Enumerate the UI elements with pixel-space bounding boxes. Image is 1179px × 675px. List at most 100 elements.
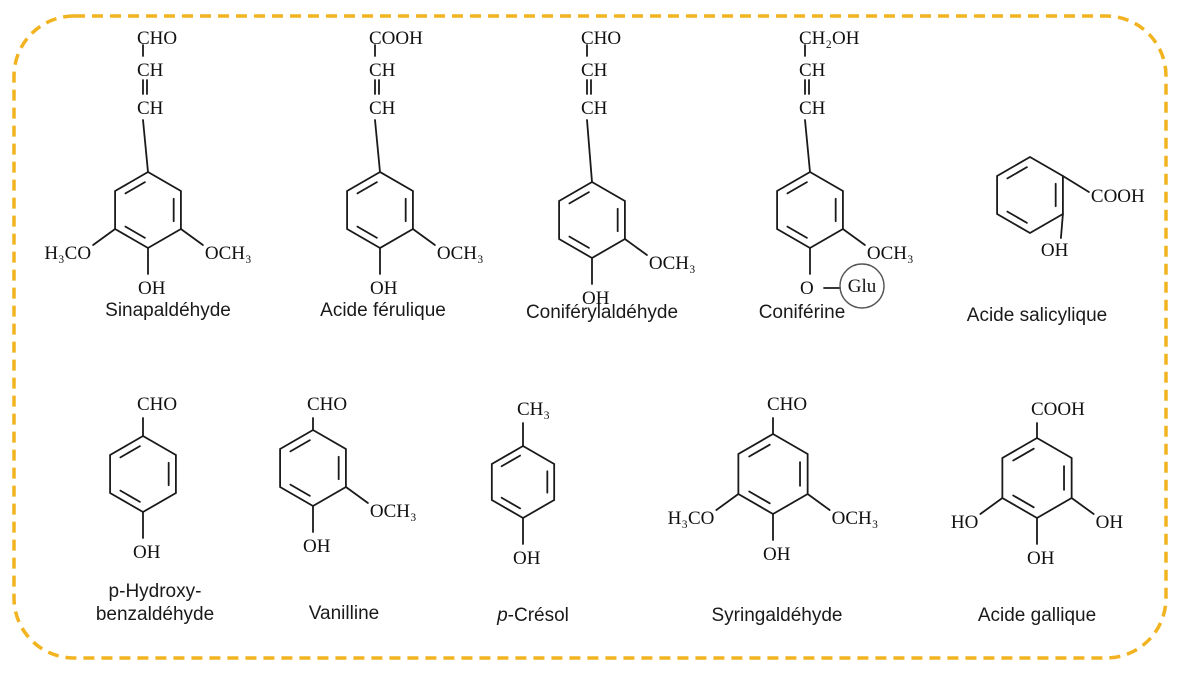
glucose-circle	[839, 263, 885, 309]
left-group-label: HO	[951, 512, 978, 533]
left-group-label: H₃CO	[44, 243, 91, 264]
benzene-ring	[996, 155, 1064, 235]
bottom-group-label: OH	[133, 542, 161, 563]
benzene-ring	[279, 428, 347, 508]
molecule-2: CH CH COOH OCH₃ OH	[346, 28, 484, 299]
molecule-name-text: Acide férulique	[320, 300, 446, 321]
double-bond-line	[124, 181, 146, 195]
top-group-label: CH₃	[517, 399, 550, 420]
double-bond-line	[119, 445, 141, 459]
chain-ch-label: CH	[581, 60, 608, 81]
carboxyl-label: COOH	[1091, 186, 1145, 207]
double-bond-line	[786, 225, 808, 239]
chain-ch-label: CH	[369, 60, 396, 81]
top-group-label: CHO	[307, 394, 347, 415]
bottom-group-label: OH	[582, 288, 610, 309]
molecule-6: CHO OH	[109, 394, 177, 563]
right-bond	[412, 228, 436, 246]
right-group-label: OCH₃	[437, 243, 484, 264]
double-bond-line	[1012, 447, 1035, 462]
double-bond-line	[786, 181, 808, 195]
bottom-group-label: O	[800, 278, 814, 299]
molecule-name: p-Hydroxy- benzaldéhyde	[45, 580, 265, 626]
right-bond	[180, 228, 204, 246]
right-bond	[842, 228, 866, 246]
chain-ch-label: CH	[369, 98, 396, 119]
molecule-8: CH₃ OH	[490, 399, 556, 569]
bottom-group-label: OH	[1027, 548, 1055, 569]
right-bond	[624, 238, 648, 256]
molecule-name: Syringaldéhyde	[667, 604, 887, 627]
bottom-group-label: OH	[138, 278, 166, 299]
benzene-ring	[1001, 436, 1073, 520]
double-bond-line	[500, 496, 521, 510]
chain-ch-label: CH	[799, 98, 826, 119]
benzene-ring	[776, 170, 844, 250]
top-group-label: CHO	[767, 394, 807, 415]
right-group-label: OCH₃	[370, 501, 417, 522]
chain-ch-label: CH	[799, 60, 826, 81]
molecule-name-text: -Crésol	[507, 605, 569, 626]
right-group-label: OCH₃	[649, 253, 696, 274]
chain-bond	[586, 119, 593, 183]
double-bond-line	[119, 489, 141, 503]
molecule-3: CH CH CHO OCH₃ OH	[558, 28, 696, 309]
molecule-name-text: Vanilline	[308, 603, 380, 624]
double-bond-line	[1006, 210, 1028, 224]
bottom-group-label: OH	[513, 548, 541, 569]
double-bond-line	[500, 454, 521, 468]
double-bond-line	[356, 225, 378, 239]
dashed-frame	[12, 14, 1168, 660]
chain-terminal-label: CH₂OH	[799, 28, 860, 49]
molecule-name-text: Sinapaldéhyde	[105, 300, 231, 321]
molecule-name: Sinapaldéhyde	[58, 299, 278, 322]
chain-ch-label: CH	[137, 98, 164, 119]
left-bond	[715, 493, 740, 511]
molecule-name-text: Coniférine	[758, 302, 846, 323]
double-bond-line	[124, 225, 146, 239]
right-bond	[345, 486, 369, 504]
molecule-name: Acide férulique	[273, 299, 493, 322]
benzene-ring	[737, 432, 809, 516]
top-group-label: COOH	[1031, 399, 1085, 420]
double-bond-line	[1012, 494, 1035, 509]
chain-ch-label: CH	[581, 98, 608, 119]
molecule-name-text: p-Hydroxy- benzaldéhyde	[95, 581, 215, 625]
molecule-7: CHO OCH₃ OH	[279, 394, 417, 557]
hydroxyl-bond	[1060, 213, 1064, 239]
bottom-group-label: OH	[370, 278, 398, 299]
molecule-name: Coniférine	[692, 301, 912, 324]
carboxyl-bond	[1062, 175, 1090, 193]
benzene-ring	[346, 170, 414, 250]
benzene-ring	[109, 434, 177, 514]
molecule-name: p-Crésol	[423, 604, 643, 627]
benzene-ring	[558, 180, 626, 260]
hydroxyl-label: OH	[1041, 240, 1069, 261]
double-bond-line	[568, 235, 590, 249]
right-bond	[806, 493, 831, 511]
double-bond-line	[356, 181, 378, 195]
chain-terminal-label: CHO	[581, 28, 621, 49]
top-group-label: CHO	[137, 394, 177, 415]
benzene-ring	[114, 170, 182, 250]
double-bond-line	[1006, 166, 1028, 180]
molecule-name-text: Coniférylaldéhyde	[525, 302, 679, 323]
molecule-name-text: Acide salicylique	[966, 305, 1108, 326]
right-group-label: OH	[1096, 512, 1124, 533]
chain-terminal-label: COOH	[369, 28, 423, 49]
double-bond-line	[568, 191, 590, 205]
double-bond-line	[748, 443, 771, 458]
double-bond-line	[289, 483, 311, 497]
right-group-label: OCH₃	[832, 508, 879, 529]
right-group-label: OCH₃	[867, 243, 914, 264]
bottom-group-label: OH	[303, 536, 331, 557]
left-group-label: H₃CO	[668, 508, 715, 529]
molecule-name-text: Syringaldéhyde	[711, 605, 843, 626]
molecule-10: COOH HO OH OH	[951, 399, 1123, 569]
molecule-name: Coniférylaldéhyde	[492, 301, 712, 324]
molecule-name-italic: p	[497, 605, 508, 626]
